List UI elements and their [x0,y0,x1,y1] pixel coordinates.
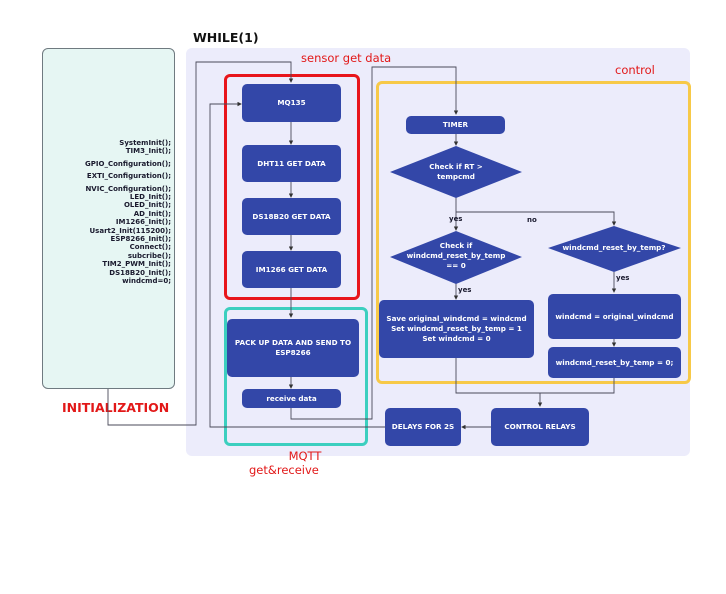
node-im1266: IM1266 GET DATA [242,251,341,288]
init-line: windcmd=0; [122,277,171,286]
node-dht11: DHT11 GET DATA [242,145,341,182]
init-line: EXTI_Configuration(); [86,172,171,181]
initialization-label: INITIALIZATION [62,400,170,415]
node-save-windcmd: Save original_windcmd = windcmd Set wind… [379,300,534,358]
node-delays: DELAYS FOR 2S [385,408,461,446]
init-line: ESP8266_Init(); [110,235,171,244]
mqtt-group-label: MQTT [280,450,330,463]
edge-label-yes-1: yes [449,215,463,223]
mqtt-label-line2: get&receive [249,463,319,477]
sensor-group-label: sensor get data [301,51,392,65]
edge-save-merge [455,358,540,394]
init-line: subcribe(); [127,251,171,260]
init-line: TIM2_PWM_Init(); [102,260,171,269]
init-line: NVIC_Configuration(); [85,184,171,193]
node-ds18b20: DS18B20 GET DATA [242,198,341,235]
save-line-3: Set windcmd = 0 [422,334,491,343]
init-code: SystemInit();TIM3_Init(); GPIO_Configura… [43,139,171,286]
reset-q-label: windcmd_reset_by_temp? [562,243,666,252]
edge-label-no: no [527,216,537,224]
edge-checkrt-no [456,211,617,226]
init-line: Usart2_Init(115200); [89,226,172,235]
edge-resetzero-merge [537,378,615,407]
init-line: GPIO_Configuration(); [85,159,171,168]
mqtt-label-line1: MQTT [288,449,322,463]
save-line-2: Set windcmd_reset_by_temp = 1 [391,324,522,333]
check-rt-label: Check if RT > tempcmd [429,162,483,181]
edge-init-to-mq135 [107,61,294,426]
node-pack-send: PACK UP DATA AND SEND TO ESP8266 [227,319,359,377]
control-group [376,81,691,384]
init-line: IM1266_Init(); [115,218,171,227]
node-mq135: MQ135 [242,84,341,122]
init-line: LED_Init(); [129,193,171,202]
node-timer: TIMER [406,116,505,134]
control-group-label: control [615,63,655,77]
init-line: OLED_Init(); [123,201,171,210]
init-line: TIM3_Init(); [125,147,171,156]
check-reset-label: Check if windcmd_reset_by_temp == 0 [406,241,506,270]
init-line: AD_Init(); [133,209,171,218]
while-title: WHILE(1) [193,30,259,45]
node-restore-windcmd: windcmd = original_windcmd [548,294,681,339]
edge-receive-to-timer [290,66,459,420]
sensor-group [224,74,360,300]
edge-label-yes-2: yes [458,286,472,294]
node-control-relays: CONTROL RELAYS [491,408,589,446]
node-receive-data: receive data [242,389,341,408]
init-line: Connect(); [129,243,171,252]
init-line: SystemInit(); [119,139,171,147]
save-line-1: Save original_windcmd = windcmd [386,314,527,323]
init-line: DS18B20_Init(); [109,268,171,277]
node-reset-zero: windcmd_reset_by_temp = 0; [548,347,681,378]
edge-delays-to-mq135 [209,101,385,428]
mqtt-group [224,307,368,446]
initialization-box: SystemInit();TIM3_Init(); GPIO_Configura… [42,48,175,389]
edge-label-yes-3: yes [616,274,630,282]
